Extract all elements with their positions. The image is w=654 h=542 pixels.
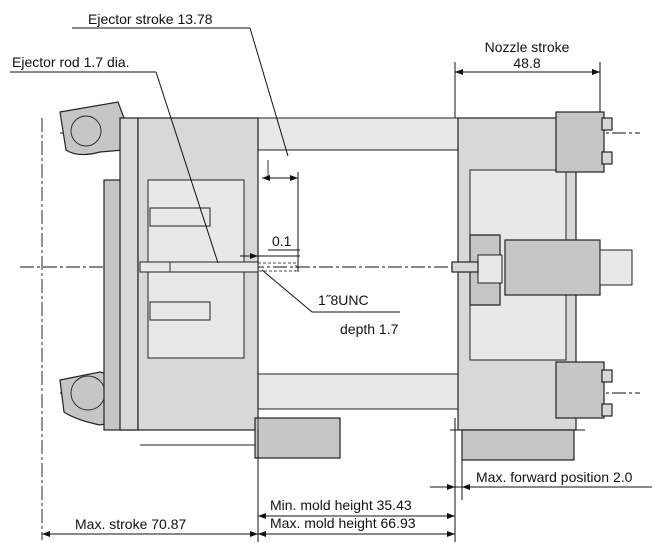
label-thread-spec: 1˝8UNC [318, 292, 369, 308]
label-max-forward-position: Max. forward position 2.0 [476, 469, 633, 485]
label-nozzle-stroke-value: 48.8 [513, 55, 540, 71]
stationary-platen [450, 111, 633, 461]
label-max-mold-height: Max. mold height 66.93 [270, 515, 416, 531]
label-max-stroke: Max. stroke 70.87 [75, 516, 186, 532]
label-clearance: 0.1 [272, 233, 292, 249]
label-thread-depth: depth 1.7 [340, 321, 399, 337]
label-min-mold-height: Min. mold height 35.43 [270, 497, 412, 513]
moving-platen [59, 101, 341, 459]
dimension-lines [10, 27, 652, 542]
label-ejector-stroke: Ejector stroke 13.78 [88, 11, 213, 27]
label-nozzle-stroke-title: Nozzle stroke [485, 39, 570, 55]
label-ejector-rod: Ejector rod 1.7 dia. [12, 54, 130, 70]
dimension-labels: Ejector stroke 13.78 Ejector rod 1.7 dia… [12, 11, 633, 532]
tie-bars [254, 117, 461, 410]
